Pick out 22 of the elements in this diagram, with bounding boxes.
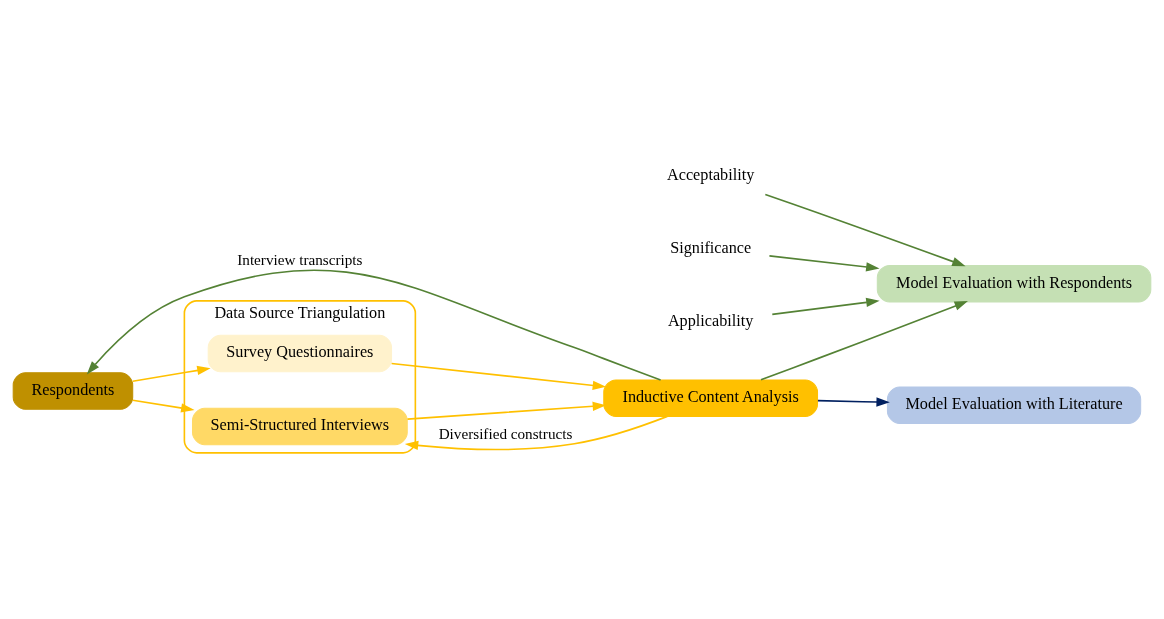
arrow — [131, 399, 195, 413]
node-text: Significance — [670, 239, 752, 258]
arrow — [131, 365, 211, 383]
node-box: Survey Questionnaires — [207, 334, 393, 373]
arrow — [817, 397, 890, 407]
arrow — [764, 193, 966, 267]
node-box: Respondents — [12, 372, 134, 410]
node-text: Applicability — [667, 312, 754, 331]
arrow — [768, 255, 880, 272]
arrow — [760, 301, 968, 381]
node-box: Model Evaluation with Respondents — [876, 264, 1152, 303]
arrow — [390, 362, 607, 391]
arrow — [771, 297, 880, 316]
node-box: Model Evaluation with Literature — [886, 386, 1142, 424]
arrow — [86, 269, 662, 381]
arrow — [404, 415, 669, 451]
edge-label: Interview transcripts — [237, 251, 363, 269]
arrow — [406, 401, 607, 420]
node-box: Inductive Content Analysis — [603, 379, 819, 417]
node-box: Semi-Structured Interviews — [192, 407, 408, 446]
node-text: Acceptability — [667, 166, 755, 185]
edge-label: Diversified constructs — [438, 424, 573, 442]
